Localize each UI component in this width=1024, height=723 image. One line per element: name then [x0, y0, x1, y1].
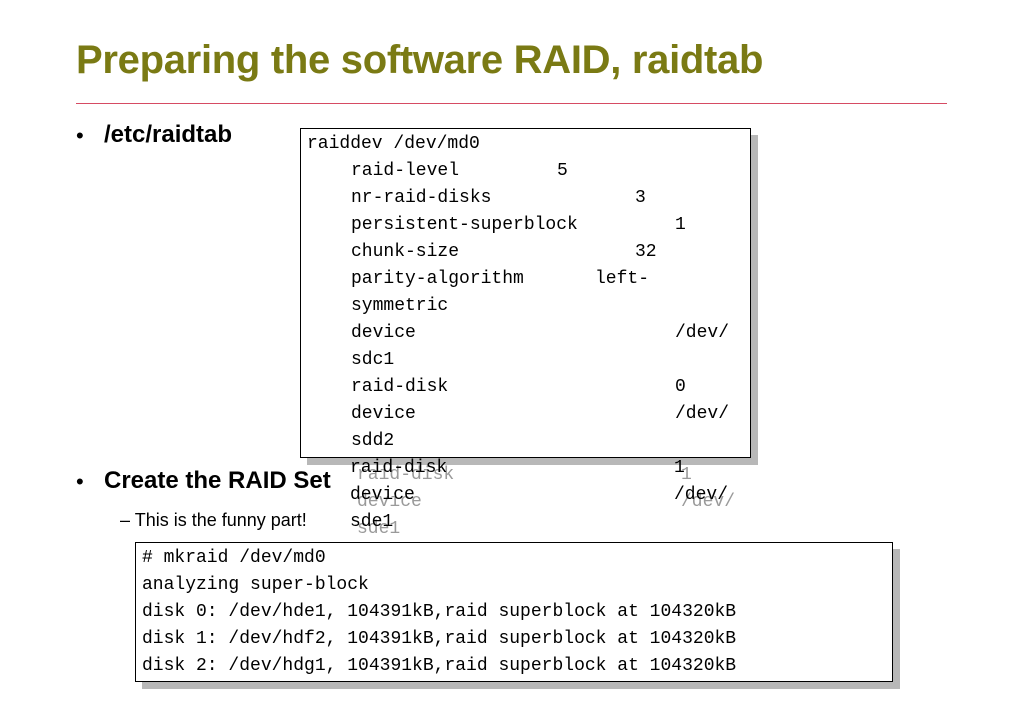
overflow-shadow-line: sde1 [357, 519, 401, 539]
overflow-shadow-line: 1 [681, 465, 692, 485]
code-line: sdd2 [351, 431, 395, 451]
overflow-line: sde1 [350, 512, 394, 532]
overflow-shadow-line: raid-disk [357, 465, 455, 485]
sub-bullet-dash: – [120, 510, 131, 530]
code-line: symmetric [351, 296, 449, 316]
mkraid-code-box: # mkraid /dev/md0 analyzing super-block … [135, 542, 893, 682]
code-line: disk 2: /dev/hdg1, 104391kB,raid superbl… [142, 656, 737, 676]
code-line: device/dev/ [351, 323, 730, 343]
overflow-line: /dev/ [674, 485, 729, 505]
code-line: device/dev/ [351, 404, 730, 424]
mkraid-code: # mkraid /dev/md0 analyzing super-block … [142, 545, 736, 680]
overflow-shadow-line: /dev/ [681, 492, 736, 512]
overflow-line: device [350, 485, 415, 505]
slide-title: Preparing the software RAID, raidtab [76, 38, 764, 82]
bullet-dot: • [76, 123, 84, 148]
bullet-create-raid-set: Create the RAID Set [104, 467, 331, 494]
code-line: disk 0: /dev/hde1, 104391kB,raid superbl… [142, 602, 737, 622]
sub-bullet-text: This is the funny part! [134, 510, 307, 530]
bullet-etc-raidtab: /etc/raidtab [104, 121, 233, 148]
code-line: analyzing super-block [142, 575, 369, 595]
code-line: disk 1: /dev/hdf2, 104391kB,raid superbl… [142, 629, 737, 649]
bullet-dot: • [76, 469, 84, 494]
overflow-line: 1 [674, 458, 685, 478]
overflow-shadow-line: device [357, 492, 422, 512]
code-line: sdc1 [351, 350, 395, 370]
overflow-line: raid-disk [350, 458, 448, 478]
sub-bullet: – This is the funny part! [120, 510, 307, 531]
code-line: raiddev /dev/md0 [307, 134, 480, 154]
title-divider [76, 103, 947, 104]
code-line: # mkraid /dev/md0 [142, 548, 326, 568]
